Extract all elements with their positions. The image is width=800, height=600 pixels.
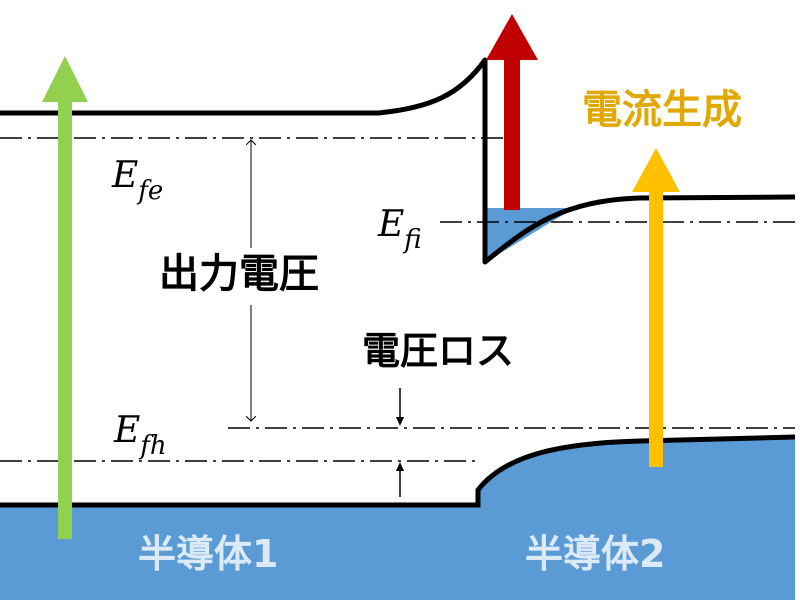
semiconductor2-label: 半導体2 bbox=[525, 532, 666, 576]
fermi-level-hole-label: Efh bbox=[114, 410, 167, 461]
fermi-level-electron-label: Efe bbox=[112, 155, 164, 206]
red-arrow-head bbox=[486, 14, 538, 60]
valence-band-line bbox=[0, 434, 796, 508]
fermi-level-hole-symbol: E bbox=[114, 410, 141, 451]
voltage-loss-label: 電圧ロス bbox=[362, 329, 515, 373]
fermi-level-hole-subscript: fh bbox=[140, 431, 167, 461]
yellow-arrow-shaft bbox=[649, 185, 663, 467]
semiconductor-fill bbox=[0, 437, 795, 600]
fermi-level-interface-symbol: E bbox=[378, 204, 405, 245]
semiconductor1-label: 半導体1 bbox=[138, 532, 279, 576]
fermi-level-electron-subscript: fe bbox=[138, 176, 164, 206]
green-arrow-head bbox=[42, 56, 88, 102]
green-arrow-shaft bbox=[58, 96, 72, 539]
fermi-level-interface-subscript: fi bbox=[404, 225, 422, 255]
red-arrow-shaft bbox=[504, 52, 520, 210]
conduction-band-line bbox=[0, 57, 796, 265]
current-generation-label: 電流生成 bbox=[582, 87, 742, 133]
yellow-arrow-head bbox=[632, 148, 680, 192]
output-voltage-label: 出力電圧 bbox=[155, 254, 323, 294]
fermi-level-electron-symbol: E bbox=[112, 155, 139, 196]
fermi-level-interface-label: Efi bbox=[378, 204, 422, 255]
